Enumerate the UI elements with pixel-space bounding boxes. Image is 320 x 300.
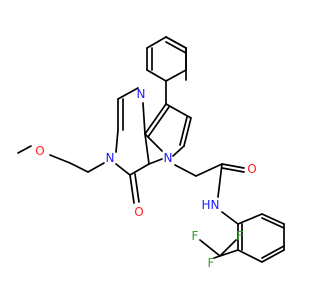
bond-line <box>219 249 239 257</box>
atom-labels: O N N N O O N H F F F <box>35 87 256 270</box>
bond-line <box>115 129 119 153</box>
bond-line <box>165 69 187 82</box>
fluorine-3-label: F <box>208 256 215 270</box>
fluorine-2-label: F <box>237 229 244 243</box>
carbonyl-oxygen-amide-label: O <box>247 162 256 176</box>
bond-line <box>221 211 239 225</box>
amide-hydrogen-label: H <box>201 198 210 212</box>
carbonyl-oxygen-ring-label: O <box>134 205 143 219</box>
double-bond-line <box>165 41 187 54</box>
bond-line <box>148 158 163 165</box>
bond-line <box>69 162 89 173</box>
double-bond-line <box>221 167 245 173</box>
bond-line <box>199 239 221 257</box>
bond-line <box>146 36 167 49</box>
double-bond-line <box>183 117 192 147</box>
pyrrole-nitrogen-label: N <box>164 151 173 165</box>
double-bond-line <box>134 173 140 203</box>
bond-line <box>237 249 263 263</box>
double-bond-line <box>144 103 167 135</box>
bond-line <box>117 87 139 100</box>
bond-line <box>142 102 146 135</box>
ring-nitrogen-left-label: N <box>106 151 115 165</box>
bond-lines <box>17 36 285 263</box>
fluorine-1-label: F <box>192 229 199 243</box>
bond-line <box>165 103 192 119</box>
double-bond-line <box>147 106 170 138</box>
double-bond-line <box>261 213 285 225</box>
bond-line <box>115 163 131 176</box>
bond-line <box>213 255 221 259</box>
double-bond-line <box>221 163 245 169</box>
bond-line <box>87 162 105 173</box>
bond-line <box>49 154 71 164</box>
amide-nitrogen-label: N <box>211 198 220 212</box>
double-bond-line <box>179 116 188 146</box>
bond-line <box>237 213 263 225</box>
bond-line <box>144 133 150 165</box>
ring-nitrogen-top-label: N <box>137 87 146 101</box>
methoxy-oxygen-label: O <box>35 144 44 158</box>
bond-line <box>217 163 223 198</box>
bond-line <box>146 69 167 82</box>
double-bond-line <box>261 249 285 263</box>
double-bond-line <box>261 217 285 229</box>
double-bond-line <box>129 174 135 204</box>
double-bond-line <box>261 245 285 259</box>
molecule-diagram: O N N N O O N H F F F <box>17 36 285 270</box>
double-bond-line <box>165 36 187 49</box>
bond-line <box>219 239 237 257</box>
bond-line <box>195 163 223 177</box>
bond-line <box>174 164 197 177</box>
bond-line <box>129 163 150 176</box>
bond-line <box>172 145 185 157</box>
bond-line <box>17 145 32 154</box>
